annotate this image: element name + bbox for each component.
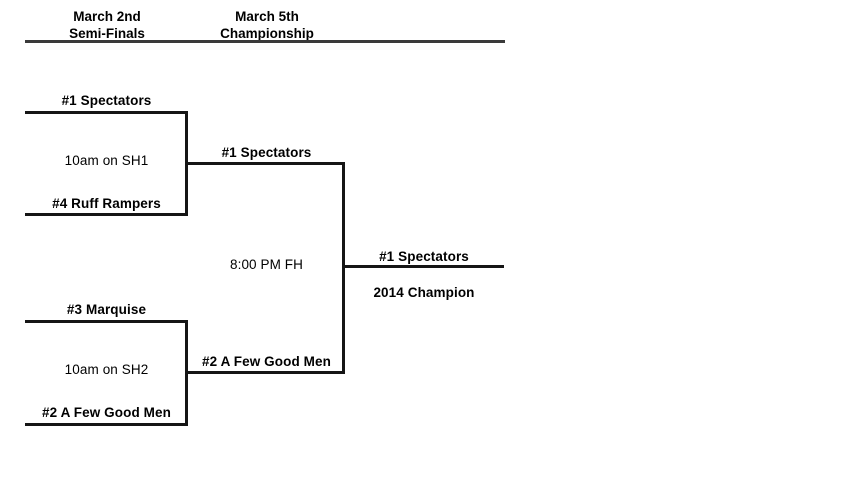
r1-m1-bottom-line	[25, 213, 188, 216]
r2-m1-bottom-line	[188, 371, 345, 374]
r2-m1-info: 8:00 PM FH	[229, 257, 304, 272]
r2-m1-top-team: #1 Spectators	[221, 145, 312, 160]
round-header-semifinals-date: March 2nd	[73, 9, 141, 24]
r1-m1-info: 10am on SH1	[64, 153, 149, 168]
r2-m1-bottom-team: #2 A Few Good Men	[202, 354, 331, 369]
r1-m2-bottom-line	[25, 423, 188, 426]
champion-title: 2014 Champion	[373, 285, 475, 300]
r2-m1-connector	[342, 162, 345, 371]
champion-name: #1 Spectators	[379, 249, 469, 264]
round-header-semifinals-name: Semi-Finals	[69, 26, 145, 41]
r1-m1-top-team: #1 Spectators	[61, 93, 152, 108]
r1-m2-top-team: #3 Marquise	[66, 302, 147, 317]
round-header-semifinals: March 2nd Semi-Finals	[27, 8, 187, 42]
r1-m2-info: 10am on SH2	[64, 362, 149, 377]
r1-m1-top-line	[25, 111, 188, 114]
r2-m1-top-line	[188, 162, 345, 165]
r1-m2-bottom-team: #2 A Few Good Men	[42, 405, 171, 420]
header-divider-rule	[25, 40, 505, 43]
r1-m2-top-line	[25, 320, 188, 323]
r1-m1-connector	[185, 111, 188, 216]
round-header-championship-date: March 5th	[235, 9, 299, 24]
round-header-championship: March 5th Championship	[187, 8, 347, 42]
champion-line	[344, 265, 504, 268]
r1-m2-connector	[185, 320, 188, 425]
round-header-championship-name: Championship	[220, 26, 314, 41]
r1-m1-bottom-team: #4 Ruff Rampers	[52, 196, 161, 211]
